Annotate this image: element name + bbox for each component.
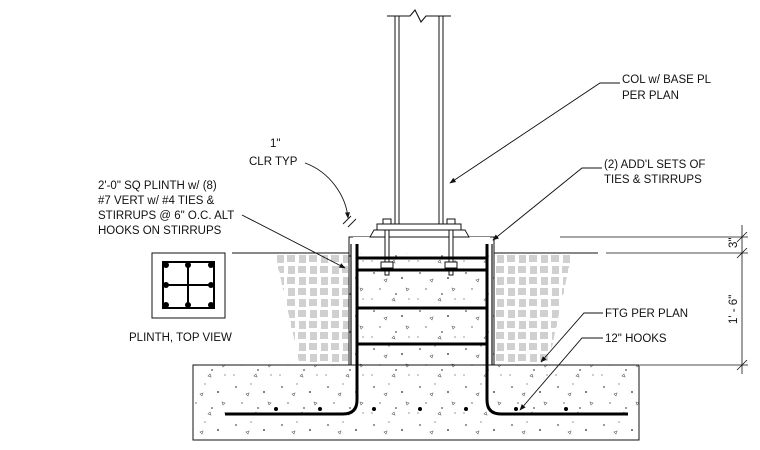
dimension-3in: 3": [728, 238, 740, 248]
base-plate: [376, 223, 462, 231]
steel-column: [387, 9, 451, 224]
note-addl-sets-line1: (2) ADD'L SETS OF: [604, 159, 705, 171]
note-plinth-line4: HOOKS ON STIRRUPS: [98, 225, 222, 237]
footing-bottom-bars: [274, 407, 568, 411]
note-12in-hooks: 12" HOOKS: [605, 333, 667, 345]
plinth-top-view-label: PLINTH, TOP VIEW: [129, 332, 232, 344]
plinth-top-recess: [353, 237, 490, 253]
note-ftg-per-plan: FTG PER PLAN: [605, 308, 688, 320]
vertical-bars-with-hooks: [225, 244, 628, 416]
vertical-bar-inner: [350, 244, 493, 365]
note-plinth-line1: 2'-0" SQ PLINTH w/ (8): [98, 180, 217, 192]
soil-fill: [275, 253, 572, 365]
dimension-lines: [560, 225, 748, 374]
note-clr-typ-line2: CLR TYP: [249, 156, 298, 168]
plinth-top-view: [151, 252, 226, 319]
note-plinth-line2: #7 VERT w/ #4 TIES &: [98, 195, 215, 207]
note-addl-sets-line2: TIES & STIRRUPS: [604, 174, 702, 186]
plinth: [348, 236, 495, 366]
note-col-base-pl-line2: PER PLAN: [622, 90, 679, 102]
anchor-bolts: [380, 218, 458, 276]
note-plinth-line3: STIRRUPS @ 6" O.C. ALT: [98, 210, 234, 222]
dimension-1ft-6in: 1' - 6": [728, 295, 740, 324]
footing: [192, 364, 640, 441]
note-col-base-pl-line1: COL w/ BASE PL: [622, 74, 712, 86]
leader-lines: [241, 82, 620, 411]
grout-pad: [369, 229, 470, 238]
note-clr-typ-line1: 1": [270, 138, 280, 150]
plinth-ties: [357, 256, 487, 346]
